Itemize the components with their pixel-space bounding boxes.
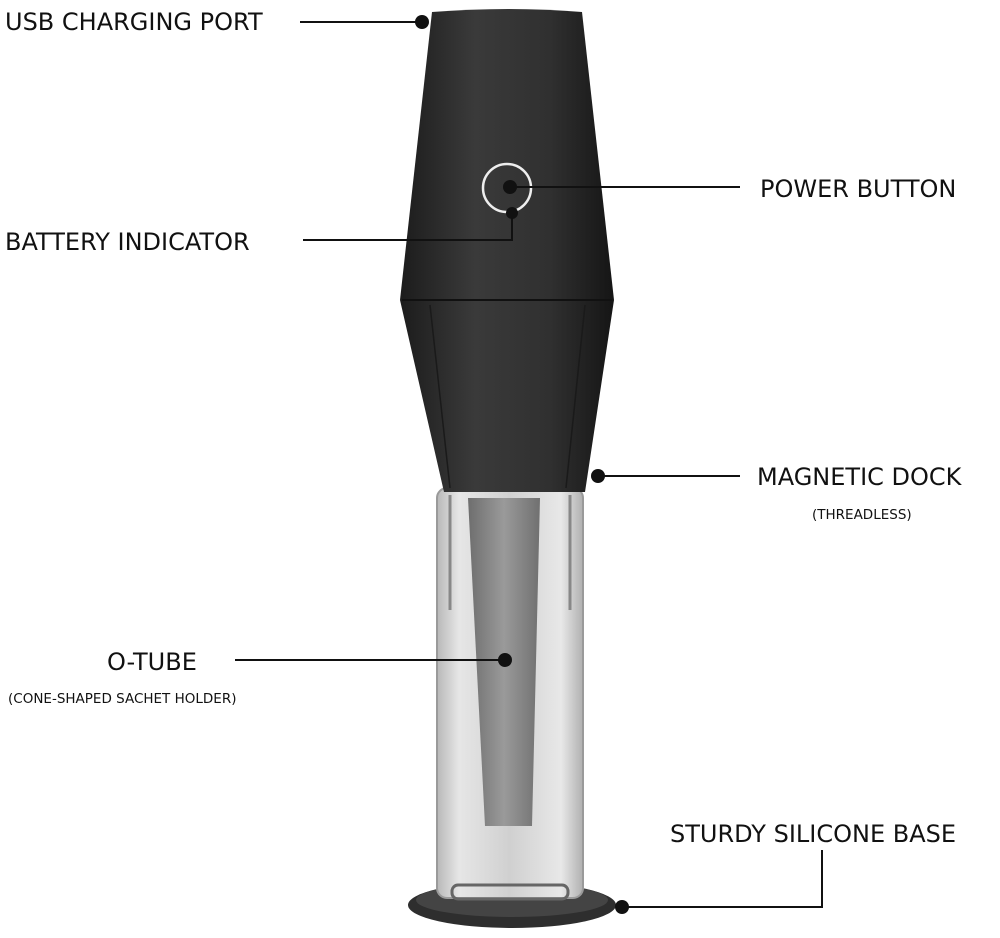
callout-magnetic-dock: MAGNETIC DOCK (THREADLESS) [591,463,963,523]
magnetic-dock-sublabel: (THREADLESS) [812,507,912,523]
usb-port-label: USB CHARGING PORT [5,8,263,36]
power-button-label: POWER BUTTON [760,175,956,203]
base-label: STURDY SILICONE BASE [670,820,956,848]
callout-base: STURDY SILICONE BASE [615,820,956,914]
o-tube-label: O-TUBE [107,648,197,676]
callout-usb-port: USB CHARGING PORT [5,8,429,36]
callout-o-tube: O-TUBE (CONE-SHAPED SACHET HOLDER) [8,648,512,707]
battery-indicator-label: BATTERY INDICATOR [5,228,250,256]
grinder-body-upper [400,9,614,300]
callout-dot-icon [498,653,512,667]
callout-battery-indicator: BATTERY INDICATOR [5,207,518,256]
callout-dot-icon [503,180,517,194]
callout-dot-icon [415,15,429,29]
callout-dot-icon [615,900,629,914]
o-tube-sublabel: (CONE-SHAPED SACHET HOLDER) [8,691,236,707]
callout-dot-icon [591,469,605,483]
callout-power-button: POWER BUTTON [503,175,956,203]
magnetic-dock-label: MAGNETIC DOCK [757,463,963,491]
grinder-body-lower [400,300,614,492]
callout-dot-icon [506,207,518,219]
grinder-device [400,9,616,928]
